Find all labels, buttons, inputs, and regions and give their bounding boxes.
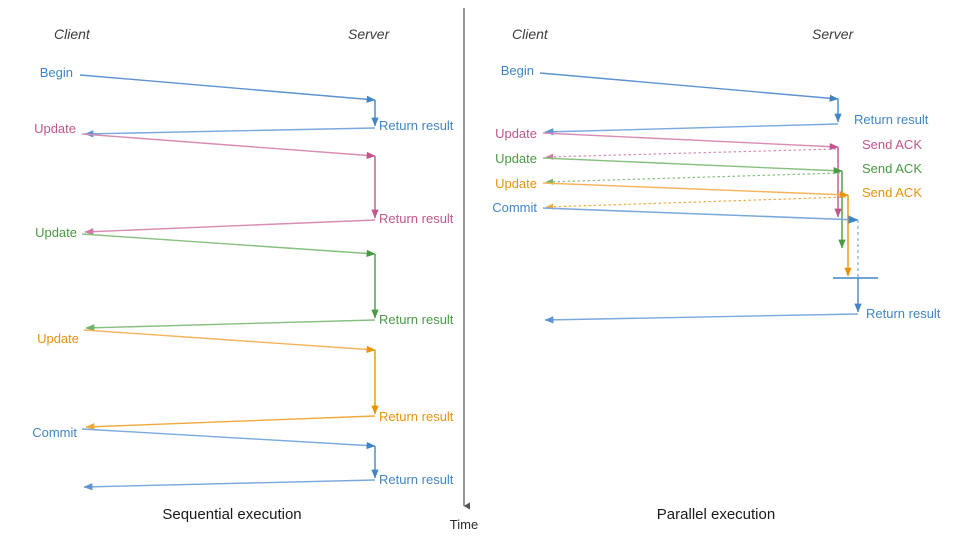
right-client-label-begin: Begin <box>500 63 534 78</box>
left-panel-messages <box>79 74 379 491</box>
msg-p-commit-request <box>542 207 859 224</box>
msg-p-begin-request <box>539 72 839 102</box>
right-client-label-update-1: Update <box>495 126 537 141</box>
left-actor-client: Client <box>54 26 90 42</box>
left-server-label-return-3: Return result <box>379 312 454 327</box>
right-actor-server: Server <box>812 26 854 42</box>
msg-begin-request <box>79 74 376 103</box>
left-server-label-return-2: Return result <box>379 211 454 226</box>
left-client-label-update-2: Update <box>35 225 77 240</box>
right-client-label-update-2: Update <box>495 151 537 166</box>
msg-p-update2-request <box>542 157 843 175</box>
left-client-label-update-1: Update <box>34 121 76 136</box>
left-actor-server: Server <box>348 26 390 42</box>
msg-p-update3-request <box>542 182 849 199</box>
left-panel-caption: Sequential execution <box>162 506 302 523</box>
left-server-label-return-1: Return result <box>379 118 454 133</box>
msg-p-update3-ack <box>545 196 847 210</box>
msg-update2-request <box>81 233 376 258</box>
right-panel-caption: Parallel execution <box>656 506 776 523</box>
msg-p-update1-ack <box>545 148 837 160</box>
left-client-label-update-3: Update <box>37 331 79 346</box>
msg-update2-return <box>85 319 376 332</box>
right-server-label-ack-3: Send ACK <box>862 185 922 200</box>
msg-p-update1-request <box>542 132 839 151</box>
msg-update1-return <box>84 219 376 236</box>
right-server-label-ack-2: Send ACK <box>862 161 922 176</box>
right-client-label-commit: Commit <box>492 200 537 215</box>
right-server-label-return-2: Return result <box>866 306 941 321</box>
left-server-label-return-4: Return result <box>379 409 454 424</box>
left-server-label-return-5: Return result <box>379 472 454 487</box>
right-server-label-ack-1: Send ACK <box>862 137 922 152</box>
right-server-label-return-1: Return result <box>854 112 929 127</box>
right-client-label-update-3: Update <box>495 176 537 191</box>
msg-p-update2-ack <box>545 172 841 185</box>
left-client-label-commit: Commit <box>32 425 77 440</box>
right-panel-messages <box>539 72 878 324</box>
right-actor-client: Client <box>512 26 548 42</box>
msg-update1-request <box>81 133 376 160</box>
left-client-label-begin: Begin <box>39 65 73 80</box>
msg-commit-return <box>83 479 376 491</box>
msg-update3-return <box>85 415 376 431</box>
msg-p-begin-return <box>544 123 839 136</box>
msg-p-commit-return <box>544 313 859 324</box>
time-axis-label: Time <box>449 517 479 532</box>
msg-update3-request <box>83 329 376 354</box>
msg-begin-return <box>84 127 376 138</box>
msg-commit-request <box>81 428 376 450</box>
